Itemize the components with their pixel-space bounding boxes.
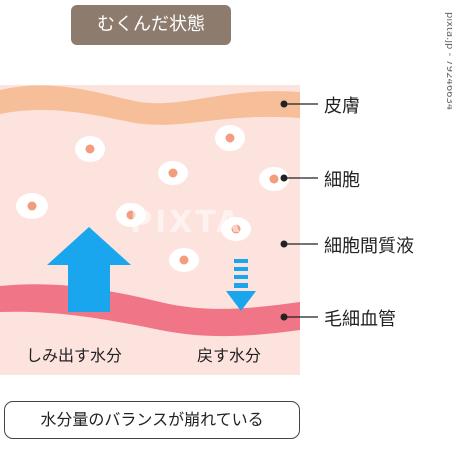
cell [169,248,199,272]
cell-nucleus [179,255,189,265]
label-cell: 細胞 [324,170,360,191]
skin-layer [0,85,300,125]
cell [158,161,188,185]
leader-skin [280,100,318,108]
cell [75,136,105,162]
caption-return: 戻す水分 [197,346,262,365]
dashed-down-arrow-icon [226,259,256,311]
image-credit: pixta.jp - 79246634 [444,12,452,111]
cell-nucleus [168,168,178,178]
leader-interstitial-fluid [280,240,318,248]
watermark: PIXTA [130,205,243,240]
caption-seep-out: しみ出す水分 [26,346,123,365]
cell [215,125,245,151]
cell [116,203,146,227]
cell [221,217,251,241]
cell [16,193,48,219]
label-interstitial-fluid: 細胞間質液 [324,236,414,257]
footer-message: 水分量のバランスが崩れている [4,401,300,439]
label-skin: 皮膚 [324,96,360,117]
cell [259,167,289,191]
cell-nucleus [225,133,235,143]
leader-cell [280,174,318,182]
cell-nucleus [85,144,95,154]
cell-nucleus [27,201,37,211]
leader-capillary [280,313,318,321]
cell-nucleus [269,174,279,184]
label-capillary: 毛細血管 [324,309,396,330]
cell-nucleus [126,210,136,220]
cell-nucleus [231,224,241,234]
up-arrow-icon [47,227,131,312]
diagram-title: むくんだ状態 [71,5,231,45]
